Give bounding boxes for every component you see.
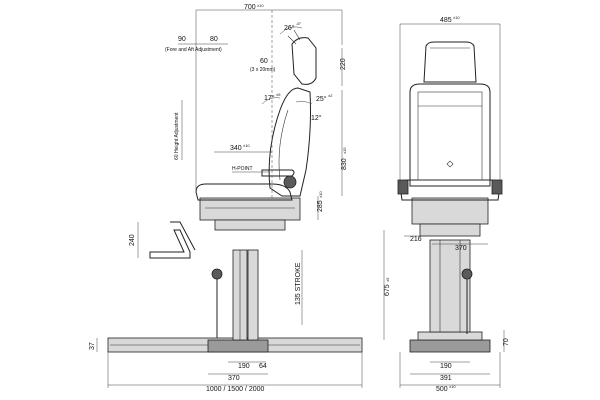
label-17: 17° <box>264 94 275 102</box>
label-26-tol: -6° <box>296 21 302 26</box>
angle-25-arc <box>295 101 313 105</box>
front-label-70: 70 <box>503 338 510 346</box>
label-90: 90 <box>178 36 186 43</box>
front-lever-knob <box>461 268 473 280</box>
front-label-500: 500 <box>436 386 448 393</box>
front-label-190: 190 <box>440 363 452 370</box>
front-view: 485 ±10 216 370 675 ±5 70 190 391 500 ±1… <box>383 15 510 393</box>
label-60: 60 <box>260 58 268 65</box>
front-base <box>409 339 491 353</box>
label-700: 700 <box>244 4 256 11</box>
front-label-370: 370 <box>455 245 467 252</box>
label-height-adj: 60 Height Adjustment <box>174 112 180 160</box>
label-64: 64 <box>259 363 267 370</box>
side-armrest <box>261 169 295 177</box>
headrest-tilt-lines <box>287 29 301 45</box>
label-190: 190 <box>238 363 250 370</box>
label-285: 285 <box>317 200 324 212</box>
side-base-block <box>207 339 269 353</box>
angle-26-arc <box>279 26 303 35</box>
front-backrest <box>409 83 491 187</box>
front-armrest-left <box>397 179 409 195</box>
label-285-tol: ±10 <box>318 191 323 198</box>
side-column-inner <box>247 249 259 341</box>
front-seat-cushion <box>399 179 501 201</box>
side-mechanism-plate <box>214 219 286 231</box>
front-base-plate <box>417 331 483 341</box>
footrest-bracket <box>170 221 196 251</box>
recline-knob <box>283 175 297 189</box>
label-80: 80 <box>210 36 218 43</box>
side-seat-cushion <box>195 183 293 201</box>
backrest-inner-line <box>278 109 289 181</box>
front-label-216: 216 <box>410 236 422 243</box>
front-label-391: 391 <box>440 375 452 382</box>
label-220: 220 <box>340 58 347 70</box>
side-backrest <box>268 87 311 197</box>
label-830: 830 <box>341 158 348 170</box>
front-label-500-tol: ±10 <box>449 384 456 389</box>
label-17-tol: ±5 <box>276 92 281 97</box>
label-h-point: H-POINT <box>232 166 253 172</box>
front-back-panel <box>417 91 483 181</box>
side-lever-knob <box>211 268 223 280</box>
label-370: 370 <box>228 375 240 382</box>
label-25: 25° <box>316 95 327 103</box>
label-3x20: (3 x 20mm) <box>250 67 276 73</box>
label-12: 12° <box>311 114 322 122</box>
label-base-lengths: 1000 / 1500 / 2000 <box>206 386 264 393</box>
front-mechanism <box>411 197 489 225</box>
label-830-tol: ±15 <box>342 147 347 154</box>
front-label-485: 485 <box>440 17 452 24</box>
label-37: 37 <box>89 342 96 350</box>
side-mechanism <box>199 197 301 221</box>
front-label-675-tol: ±5 <box>385 277 390 282</box>
front-label-675: 675 <box>384 284 391 296</box>
side-view: 700 ±10 26° -6° 90 80 (Fore and Aft Adju… <box>89 3 363 393</box>
side-footrest <box>149 229 191 259</box>
label-26: 26° <box>284 24 295 32</box>
front-headrest <box>423 41 477 83</box>
front-armrest-right <box>491 179 503 195</box>
angle-17-arc <box>261 97 281 105</box>
front-column <box>429 239 471 333</box>
label-340-tol: ±10 <box>243 143 250 148</box>
label-25-tol: ±2 <box>328 93 333 98</box>
front-mechanism-plate <box>419 223 481 237</box>
front-logo <box>446 160 454 168</box>
label-240: 240 <box>129 234 136 246</box>
label-fore-aft: (Fore and Aft Adjustment) <box>165 47 222 53</box>
front-label-485-tol: ±10 <box>453 15 460 20</box>
label-700-tol: ±10 <box>257 3 264 8</box>
label-stroke: 135 STROKE <box>295 262 302 305</box>
side-headrest <box>291 37 317 85</box>
label-340: 340 <box>230 145 242 152</box>
